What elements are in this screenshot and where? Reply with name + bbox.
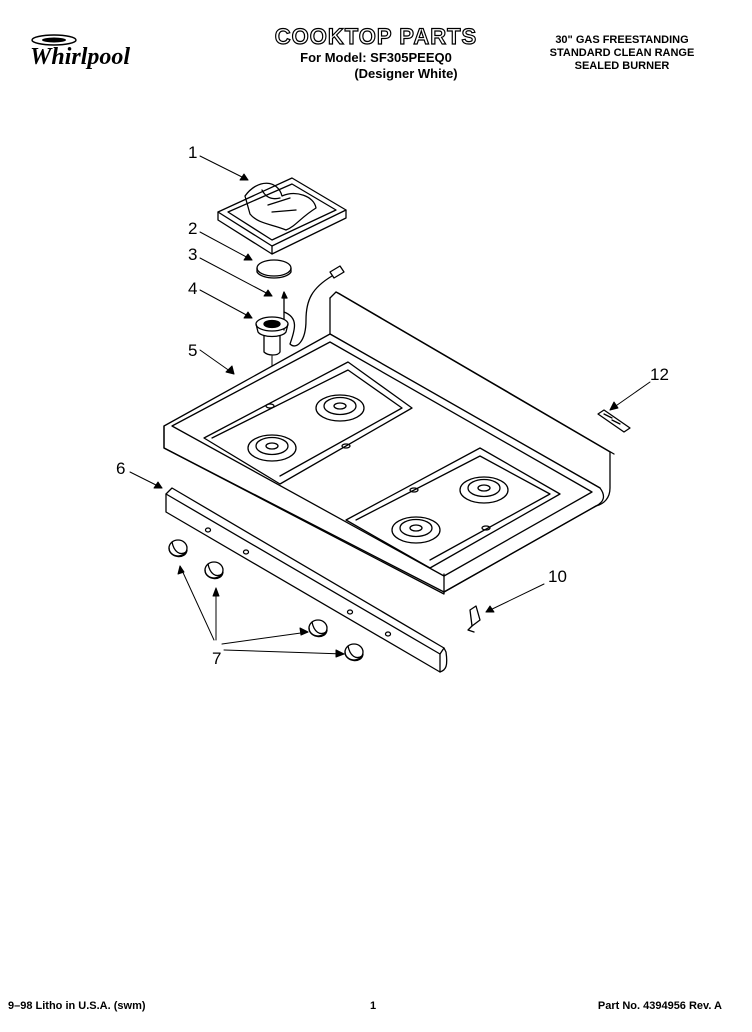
whirlpool-logo-mark: Whirlpool bbox=[30, 34, 130, 70]
callout-10: 10 bbox=[548, 567, 567, 586]
page-number: 1 bbox=[370, 1000, 377, 1012]
knob-3[interactable] bbox=[308, 619, 328, 638]
model-variant: (Designer White) bbox=[354, 66, 458, 81]
callout-3: 3 bbox=[188, 245, 197, 264]
range-spec: 30" GAS FREESTANDING STANDARD CLEAN RANG… bbox=[522, 34, 722, 73]
model-number: For Model: SF305PEEQ0 bbox=[300, 50, 452, 65]
callout-12: 12 bbox=[650, 365, 669, 384]
burner-grate[interactable] bbox=[217, 177, 347, 255]
control-panel[interactable] bbox=[165, 487, 448, 673]
callout-7: 7 bbox=[212, 649, 221, 668]
brand-name: Whirlpool bbox=[30, 44, 130, 70]
part-number: Part No. 4394956 Rev. A bbox=[597, 1000, 722, 1012]
burner-right-rear[interactable] bbox=[459, 476, 509, 504]
burner-right-front[interactable] bbox=[391, 516, 441, 544]
cooktop-clip[interactable] bbox=[467, 605, 481, 633]
leader-lines bbox=[129, 155, 651, 658]
callout-2: 2 bbox=[188, 219, 197, 238]
knob-1[interactable] bbox=[168, 539, 188, 558]
cooktop-support[interactable] bbox=[597, 409, 631, 433]
burner-left-front[interactable] bbox=[247, 434, 297, 462]
spec-line-2: STANDARD CLEAN RANGE bbox=[549, 47, 695, 59]
page-title: COOKTOP PARTS bbox=[274, 23, 478, 49]
burner-cap[interactable] bbox=[256, 259, 292, 279]
callout-numbers: 1 2 3 4 5 6 7 10 12 bbox=[116, 143, 669, 668]
callout-1: 1 bbox=[188, 143, 197, 162]
igniter[interactable] bbox=[281, 265, 345, 347]
cooktop-main[interactable] bbox=[163, 291, 615, 595]
burner-left-rear[interactable] bbox=[315, 394, 365, 422]
callout-5: 5 bbox=[188, 341, 197, 360]
control-knobs[interactable] bbox=[168, 539, 364, 662]
callout-4: 4 bbox=[188, 279, 197, 298]
knob-2[interactable] bbox=[204, 561, 224, 580]
callout-6: 6 bbox=[116, 459, 125, 478]
litho-info: 9–98 Litho in U.S.A. (swm) bbox=[8, 1000, 146, 1012]
whirlpool-logo: Whirlpool bbox=[24, 32, 154, 72]
knob-4[interactable] bbox=[344, 643, 364, 662]
spec-line-3: SEALED BURNER bbox=[574, 60, 670, 72]
model-info: For Model: SF305PEEQ0 (Designer White) bbox=[250, 50, 502, 82]
spec-line-1: 30" GAS FREESTANDING bbox=[555, 34, 689, 46]
